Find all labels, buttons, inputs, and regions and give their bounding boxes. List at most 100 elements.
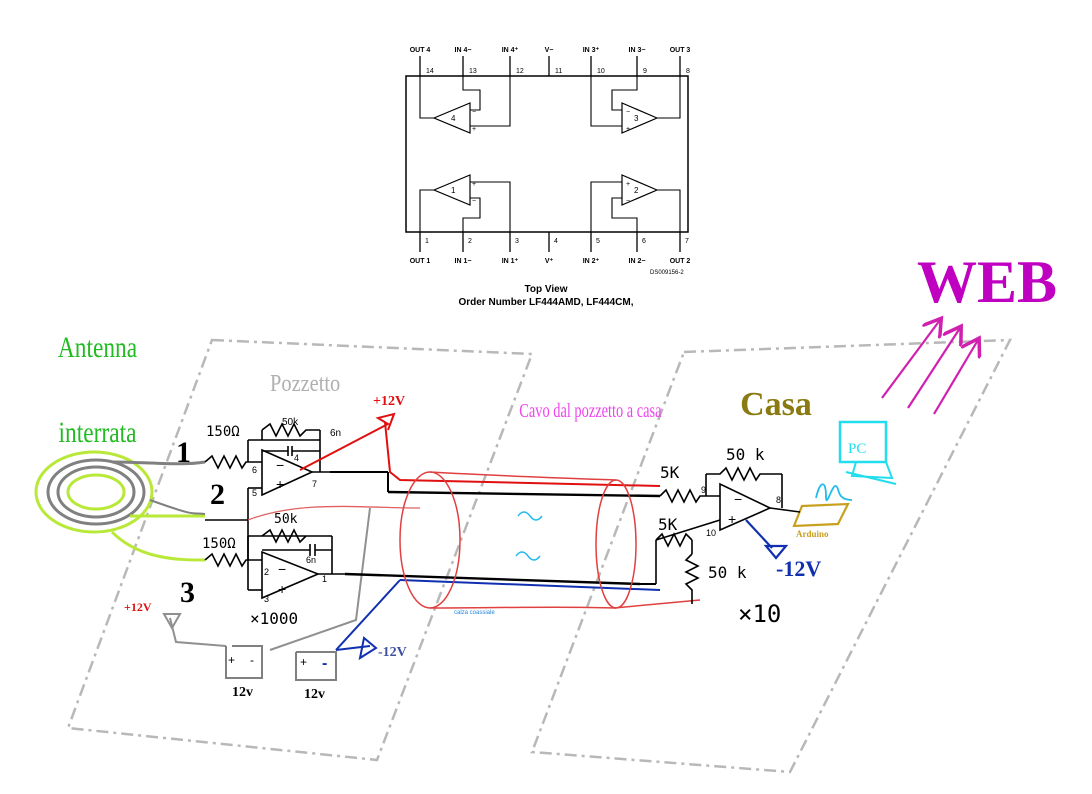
pos-supply-label-top: +12V bbox=[373, 394, 405, 409]
ic-top-pin-number: 13 bbox=[469, 68, 477, 75]
receiver-amp bbox=[655, 466, 801, 604]
ic-amplifier-3: − + 3 bbox=[590, 76, 681, 134]
ic-top-pin-name: IN 3⁺ bbox=[583, 47, 600, 54]
receiver-neg-supply-label: -12V bbox=[776, 556, 821, 581]
rfb2-label: 50k bbox=[274, 512, 298, 527]
svg-text:−: − bbox=[472, 198, 476, 205]
rin1-label: 150Ω bbox=[206, 424, 240, 440]
pc-icon: PC bbox=[838, 420, 897, 485]
neg-supply-label: -12V bbox=[378, 645, 407, 660]
receiver-neg-supply bbox=[745, 519, 789, 560]
preamp-b bbox=[204, 520, 345, 600]
node-1-label: 1 bbox=[176, 436, 191, 469]
cfb1-label: 6n bbox=[330, 428, 341, 439]
pos-supply-label: +12V bbox=[124, 600, 152, 614]
web-label: WEB bbox=[917, 249, 1057, 315]
ic-top-pin-number: 12 bbox=[516, 68, 524, 75]
ic-bottom-pin-number: 6 bbox=[642, 238, 646, 245]
svg-text:−: − bbox=[626, 109, 630, 116]
node-2-label: 2 bbox=[210, 478, 225, 511]
ic-bottom-pin-name: IN 2− bbox=[629, 258, 646, 265]
casa-label: Casa bbox=[740, 386, 812, 423]
bat2-minus: - bbox=[322, 655, 327, 672]
receiver-rfb-label: 50 k bbox=[726, 445, 765, 464]
power-supply bbox=[162, 412, 661, 681]
arduino-board bbox=[792, 502, 850, 528]
svg-text:−: − bbox=[626, 198, 630, 205]
ic-view-title: Top View bbox=[525, 284, 568, 295]
ic-top-pin-name: OUT 3 bbox=[670, 47, 691, 54]
bat2-plus: + bbox=[300, 655, 307, 669]
cfb2-label: 6n bbox=[306, 555, 316, 565]
amp-number-4: 4 bbox=[451, 114, 456, 123]
ic-bottom-pin-name: OUT 2 bbox=[670, 258, 691, 265]
preamp-b-minus: − bbox=[278, 561, 286, 577]
buried-antenna-coil bbox=[34, 450, 206, 562]
ic-top-pin-name: IN 3− bbox=[629, 47, 646, 54]
ic-top-pin-number: 14 bbox=[426, 68, 434, 75]
svg-text:+: + bbox=[472, 181, 476, 188]
preamp-a-plus: + bbox=[276, 476, 284, 492]
ic-top-pin-number: 8 bbox=[686, 68, 690, 75]
ic-bottom-pin-number: 3 bbox=[515, 238, 519, 245]
ic-bottom-pin-number: 2 bbox=[468, 238, 472, 245]
receiver-rgnd-label: 50 k bbox=[708, 563, 747, 582]
pc-label: PC bbox=[848, 441, 866, 457]
ic-bottom-pin-name: V⁺ bbox=[545, 258, 554, 265]
amp-number-1: 1 bbox=[451, 186, 456, 195]
receiver-rin1-label: 5K bbox=[660, 463, 680, 482]
receiver-plus: + bbox=[728, 511, 736, 527]
ic-bottom-pin-name: IN 1− bbox=[455, 258, 472, 265]
preamp-a-pin-inv: 6 bbox=[252, 465, 257, 475]
ic-top-pin-name: OUT 4 bbox=[410, 47, 431, 54]
casa-region bbox=[530, 338, 1013, 774]
preamp-b-pin-non: 3 bbox=[264, 594, 269, 604]
svg-text:+: + bbox=[472, 126, 476, 133]
ic-bottom-pin-name: IN 1⁺ bbox=[502, 258, 519, 265]
ic-top-pin-number: 10 bbox=[597, 68, 605, 75]
pozzetto-region bbox=[66, 338, 534, 762]
battery-2-label: 12v bbox=[304, 687, 325, 702]
receiver-rin2-label: 5K bbox=[658, 515, 678, 534]
ic-bottom-pin-number: 5 bbox=[596, 238, 600, 245]
preamp-a-pin-vp: 4 bbox=[294, 453, 299, 463]
ic-doc-code: DS009156-2 bbox=[650, 270, 684, 276]
cavo-label: Cavo dal pozzetto a casa bbox=[519, 399, 661, 422]
ic-top-pin-number: 11 bbox=[555, 68, 562, 75]
receiver-pin-out: 8 bbox=[776, 495, 781, 505]
antenna-label: Antenna bbox=[58, 330, 137, 363]
ic-bottom-pin-number: 4 bbox=[554, 238, 558, 245]
coax-cable bbox=[330, 471, 701, 609]
preamp-b-plus: + bbox=[278, 581, 286, 597]
ic-bottom-pin-number: 7 bbox=[685, 238, 689, 245]
ic-amplifier-4: − + 4 bbox=[419, 76, 511, 134]
antenna-label-2: interrata bbox=[59, 415, 137, 448]
preamp-a-pin-non: 5 bbox=[252, 488, 257, 498]
node-3-label: 3 bbox=[180, 576, 195, 609]
receiver-gain-label: ×10 bbox=[738, 600, 781, 628]
rfb1-label: 50k bbox=[282, 417, 299, 428]
battery-1-label: 12v bbox=[232, 685, 253, 700]
preamp-b-pin-out: 1 bbox=[322, 574, 327, 584]
preamp-gain-label: ×1000 bbox=[250, 609, 298, 628]
ic-top-pin-name: IN 4− bbox=[455, 47, 472, 54]
bat1-plus: + bbox=[228, 653, 235, 667]
receiver-pin-non: 10 bbox=[706, 528, 716, 538]
usb-cable bbox=[815, 483, 853, 501]
receiver-pin-inv: 9 bbox=[701, 485, 706, 495]
ic-bottom-pin-name: OUT 1 bbox=[410, 258, 431, 265]
svg-text:−: − bbox=[472, 109, 476, 116]
coax-shield-label: calza coassiale bbox=[454, 610, 495, 616]
ic-top-pin-number: 9 bbox=[643, 68, 647, 75]
amp-number-2: 2 bbox=[634, 186, 639, 195]
receiver-minus: − bbox=[734, 491, 742, 507]
svg-text:+: + bbox=[626, 126, 630, 133]
ic-order-number: Order Number LF444AMD, LF444CM, bbox=[458, 297, 633, 308]
ic-amplifier-1: + − 1 bbox=[419, 174, 511, 232]
ic-bottom-pin-name: IN 2⁺ bbox=[583, 258, 600, 265]
ic-top-pin-name: IN 4⁺ bbox=[502, 47, 519, 54]
svg-text:+: + bbox=[626, 181, 630, 188]
amp-number-3: 3 bbox=[634, 114, 639, 123]
